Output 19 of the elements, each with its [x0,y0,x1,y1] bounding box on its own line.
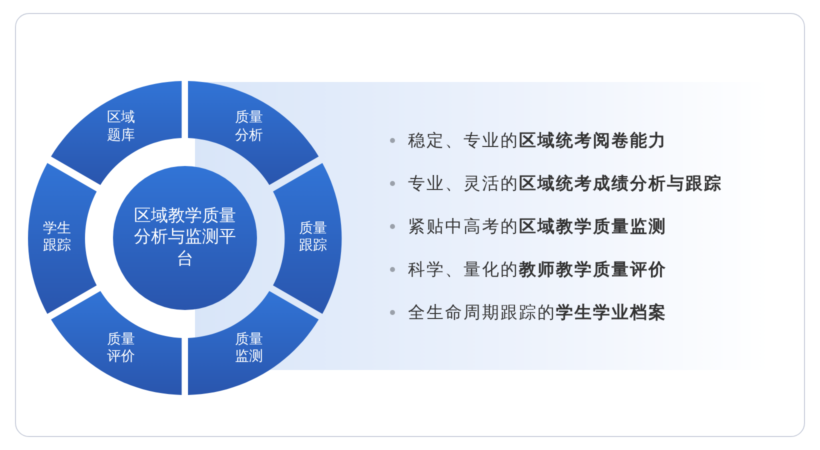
ring-segment [28,162,97,314]
hub-circle [113,166,257,310]
segment-label: 质量跟踪 [298,220,328,256]
segment-label: 学生跟踪 [42,220,72,256]
segment-label: 质量监测 [234,331,264,366]
ring-segment [50,81,182,185]
ring-segment [188,81,320,185]
list-item-text: 专业、灵活的区域统考成绩分析与跟踪 [408,172,722,194]
ring-segment [188,290,320,395]
segment-label: 质量分析 [234,110,264,145]
list-item-text: 科学、量化的教师教学质量评价 [408,258,667,280]
ring-segment [50,290,182,395]
list-item-text: 全生命周期跟踪的学生学业档案 [408,302,667,324]
segment-label: 区域题库 [106,110,136,145]
list-item-text: 稳定、专业的区域统考阅卷能力 [408,130,667,152]
hub-title: 区域教学质量分析与监测平台 [133,206,237,270]
ring-segment [273,162,342,314]
segment-label: 质量评价 [106,331,136,366]
list-item-text: 紧贴中高考的区域教学质量监测 [408,216,667,238]
